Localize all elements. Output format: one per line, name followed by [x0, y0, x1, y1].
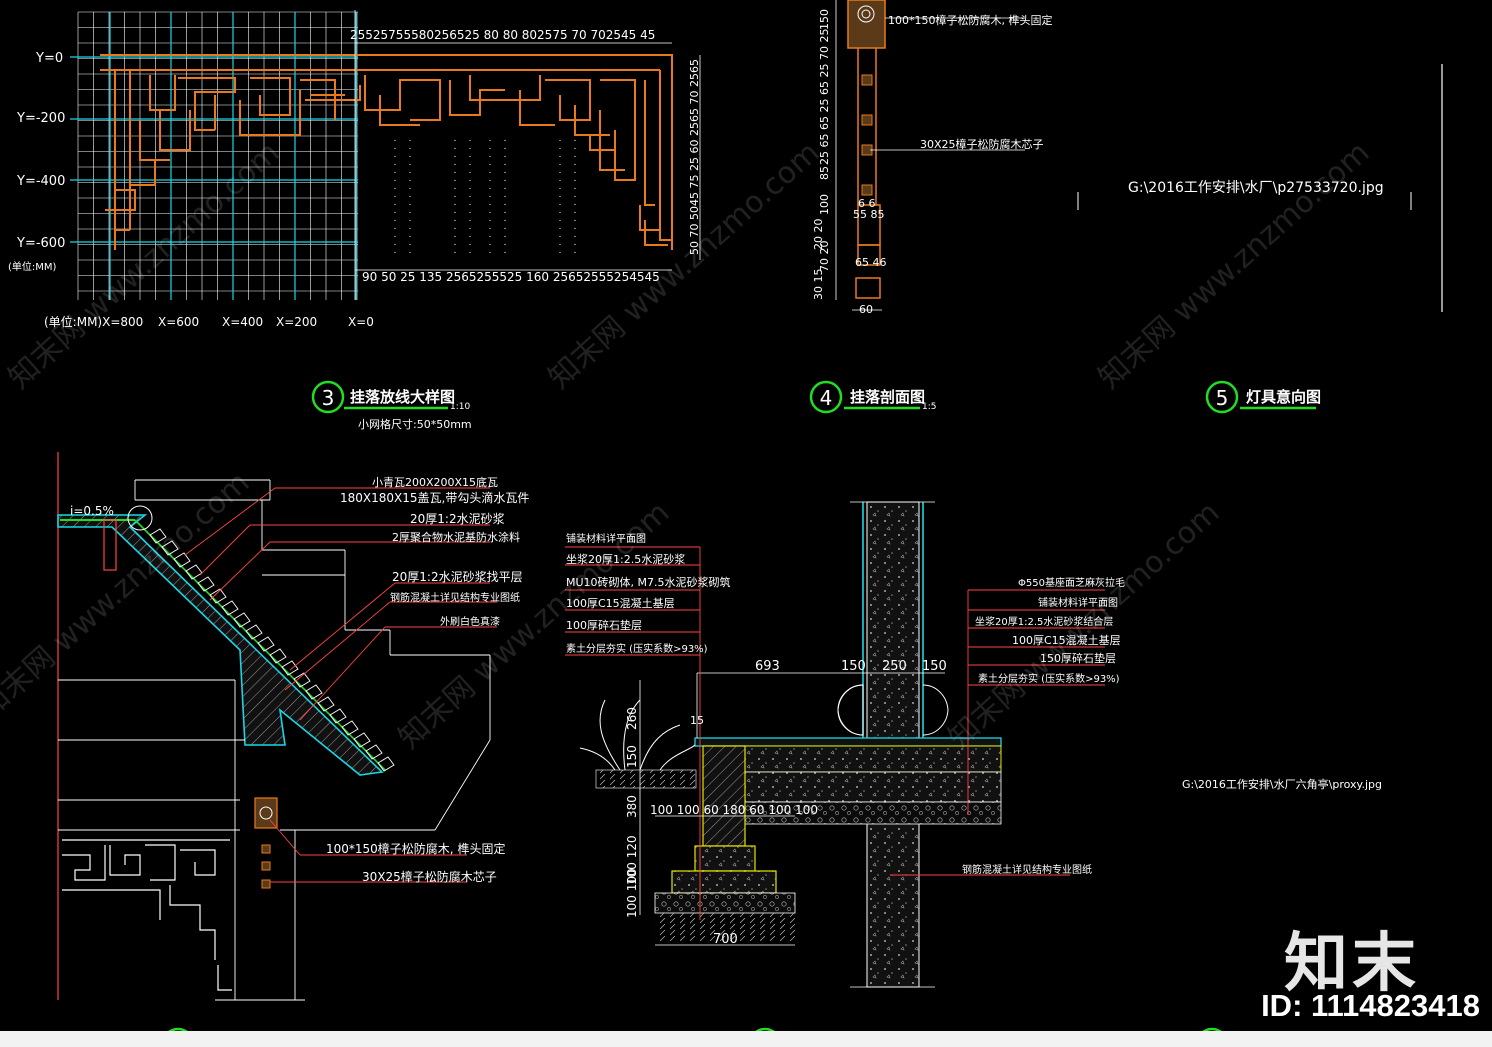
- pave-right-3: 坐浆20厚1:2.5水泥砂浆结合层: [975, 615, 1113, 628]
- dim-100-100: 100 100: [625, 868, 639, 918]
- detail4-scale: 1:5: [922, 402, 936, 412]
- roof-label-4: 2厚聚合物水泥基防水涂料: [392, 530, 520, 544]
- detail5-title-block: 5 灯具意向图: [1205, 380, 1321, 414]
- detail4-section: 100*150樟子松防腐木, 榫头固定 30X25樟子松防腐木芯子 150 25…: [812, 0, 1052, 316]
- right-dims: 50 70 5045 75 25 60 2565 70 2565: [688, 59, 701, 255]
- top-dims: 25525755580256525 80 80 802575 70 702545…: [350, 28, 655, 42]
- detail4-vdim-2: 25 65 65 25 65 25 70 25: [818, 29, 831, 165]
- unit-label: (单位:MM): [8, 260, 57, 273]
- x-label-400: X=400: [222, 315, 263, 329]
- dim-150a: 150: [841, 659, 866, 674]
- pave-right-1: Φ550基座面芝麻灰拉毛: [1018, 576, 1125, 589]
- detail5-image-placeholder: G:\2016工作安排\水厂\p27533720.jpg: [1077, 64, 1443, 312]
- pave-right-6: 素土分层夯实 (压实系数>93%): [978, 672, 1120, 685]
- x-label-600: X=600: [158, 315, 199, 329]
- roof-label-2: 180X180X15盖瓦,带勾头滴水瓦件: [340, 490, 529, 505]
- detail4-vdim-5: 20 20: [812, 219, 825, 251]
- dim-small: 100 100 60 180 60 100 100: [650, 803, 818, 817]
- x-label-800: (单位:MM)X=800: [44, 314, 143, 329]
- detail4-vdim-6: 70 20: [818, 241, 831, 273]
- pave-left-5: 100厚碎石垫层: [566, 618, 642, 632]
- pave-left-6: 素土分层夯实 (压实系数>93%): [566, 642, 708, 655]
- x-label-0: X=0: [348, 315, 374, 329]
- dim-15: 15: [690, 714, 704, 727]
- roof-section: i=0.5% 小青瓦200X200X15底瓦 180X180X15盖瓦,带勾头滴…: [57, 452, 529, 1001]
- pave-left-1: 铺装材料详平面图: [566, 532, 646, 545]
- detail3-scale: 1:10: [450, 402, 470, 412]
- y-label-0: Y=0: [35, 51, 63, 66]
- roof-label-6: 钢筋混凝土详见结构专业图纸: [390, 591, 520, 604]
- detail3-fretwork-pattern: [100, 54, 673, 250]
- detail3-dim-lines: [354, 10, 701, 300]
- pave-right-2: 铺装材料详平面图: [1038, 596, 1118, 609]
- detail3-title: 挂落放线大样图: [350, 388, 455, 406]
- roof-slope: i=0.5%: [70, 504, 114, 518]
- watermark-3: 知末网 www.znzmo.com: [1092, 135, 1376, 396]
- detail5-path: G:\2016工作安排\水厂\p27533720.jpg: [1128, 180, 1384, 196]
- dim-700: 700: [713, 932, 738, 947]
- detail3-labels: Y=0 Y=-200 Y=-400 Y=-600 (单位:MM) (单位:MM)…: [8, 28, 701, 329]
- pave-right-5: 150厚碎石垫层: [1040, 651, 1116, 665]
- brand-logo: 知末: [1284, 927, 1420, 1001]
- id-label: ID: 1114823418: [1261, 988, 1480, 1023]
- y-label-600: Y=-600: [16, 236, 65, 251]
- y-label-400: Y=-400: [16, 174, 65, 189]
- paving-section: 铺装材料详平面图 坐浆20厚1:2.5水泥砂浆 MU10砖砌体, M7.5水泥砂…: [565, 501, 1125, 988]
- x-label-200: X=200: [276, 315, 317, 329]
- dim-260: 260: [625, 707, 639, 730]
- detail3-note: 小网格尺寸:50*50mm: [358, 417, 472, 431]
- dim-693: 693: [755, 659, 780, 674]
- pave-left-2: 坐浆20厚1:2.5水泥砂浆: [566, 552, 685, 566]
- pave-left-3: MU10砖砌体, M7.5水泥砂浆砌筑: [566, 575, 731, 589]
- detail4-vdim-3: 85: [818, 166, 831, 180]
- bottom-dims: 90 50 25 135 2565255525 160 256525552545…: [362, 270, 660, 284]
- detail4-vdim-4: 100: [818, 194, 831, 215]
- detail4-number: 4: [820, 386, 833, 410]
- roof-label-7: 外刷白色真漆: [440, 615, 500, 628]
- detail3-title-block: 3 挂落放线大样图 1:10 小网格尺寸:50*50mm: [311, 380, 472, 431]
- watermark-4: 知末网 www.znzmo.com: [0, 465, 256, 726]
- dim-150v: 150: [625, 745, 639, 768]
- roof-label-3: 20厚1:2水泥砂浆: [410, 511, 505, 526]
- dim-150b: 150: [922, 659, 947, 674]
- dim-380: 380: [625, 795, 639, 818]
- detail4-label-top: 100*150樟子松防腐木, 榫头固定: [888, 13, 1052, 27]
- pave-column-note: 钢筋混凝土详见结构专业图纸: [962, 863, 1092, 876]
- bottom-bar: [0, 1031, 1492, 1047]
- detail4-label-mid: 30X25樟子松防腐木芯子: [920, 137, 1044, 151]
- detail4-vdim-7: 30 15: [812, 269, 825, 301]
- detail3-dotlines: [394, 140, 576, 260]
- roof-label-beam: 100*150樟子松防腐木, 榫头固定: [326, 841, 505, 856]
- dim-100-120: 100 120: [625, 835, 639, 885]
- proxy-path: G:\2016工作安排\水厂六角亭\proxy.jpg: [1182, 777, 1382, 791]
- detail4-title: 挂落剖面图: [850, 388, 925, 406]
- pave-right-4: 100厚C15混凝土基层: [1012, 633, 1121, 647]
- detail4-title-block: 4 挂落剖面图 1:5: [809, 380, 936, 414]
- detail3-grid: [70, 11, 358, 300]
- watermark-2: 知末网 www.znzmo.com: [542, 135, 826, 396]
- y-label-200: Y=-200: [16, 111, 65, 126]
- detail3-number: 3: [322, 386, 335, 410]
- detail4-dim-55-85: 55 85: [853, 208, 885, 221]
- roof-label-5: 20厚1:2水泥砂浆找平层: [392, 569, 523, 584]
- roof-label-1: 小青瓦200X200X15底瓦: [372, 475, 498, 489]
- detail4-dim-60: 60: [859, 303, 873, 316]
- detail5-number: 5: [1216, 386, 1229, 410]
- pave-left-4: 100厚C15混凝土基层: [566, 596, 675, 610]
- detail4-vdim-1: 150: [818, 9, 831, 30]
- detail5-title: 灯具意向图: [1246, 388, 1321, 406]
- detail4-dim-65-46: 65 46: [855, 256, 887, 269]
- dim-250: 250: [882, 659, 907, 674]
- roof-label-core: 30X25樟子松防腐木芯子: [362, 869, 497, 884]
- detail4-dim-6-6: 6 6: [858, 197, 876, 210]
